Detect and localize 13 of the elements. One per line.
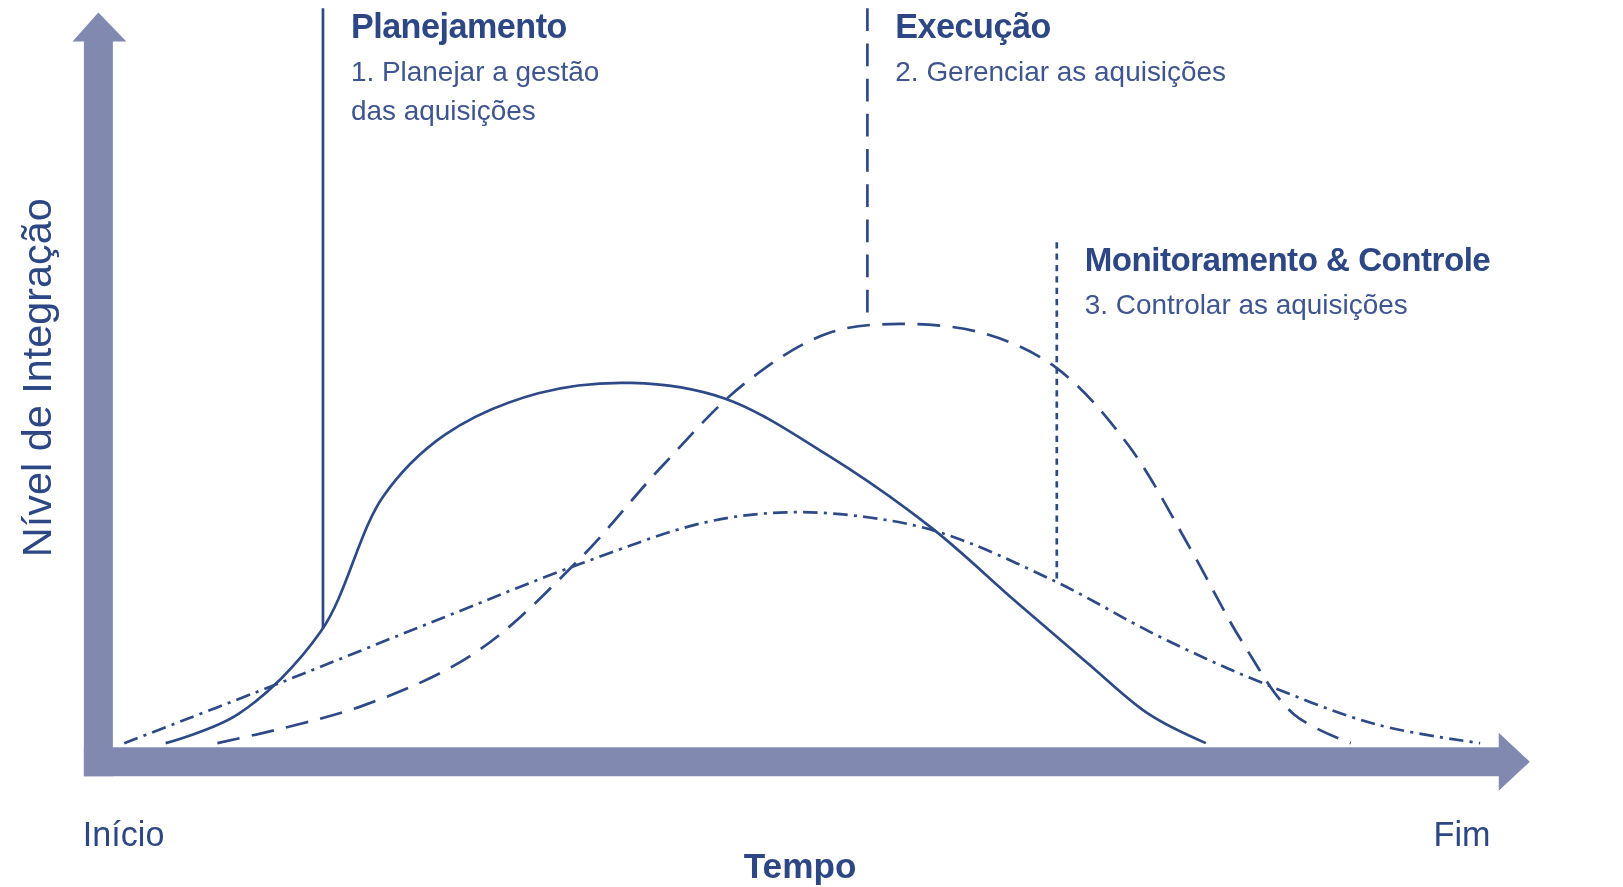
phase-description: 3. Controlar as aquisições [1084,287,1409,322]
phase-heading: Execução [895,8,1052,46]
axis-title: Nível de Integração [16,198,58,558]
phase-heading: Monitoramento & Controle [1084,242,1492,279]
axis-end-label: Fim [1433,817,1491,852]
axis-title: Tempo [743,847,857,883]
curve-line [123,510,1481,745]
curve-line [217,322,1352,745]
phase-description: 2. Gerenciar as aquisições [895,54,1228,89]
phase-description: 1. Planejar a gestão das aquisições [350,54,601,128]
leader-line [321,8,325,629]
axis-start-label: Início [82,817,165,852]
phase-heading: Planejamento [350,8,568,46]
